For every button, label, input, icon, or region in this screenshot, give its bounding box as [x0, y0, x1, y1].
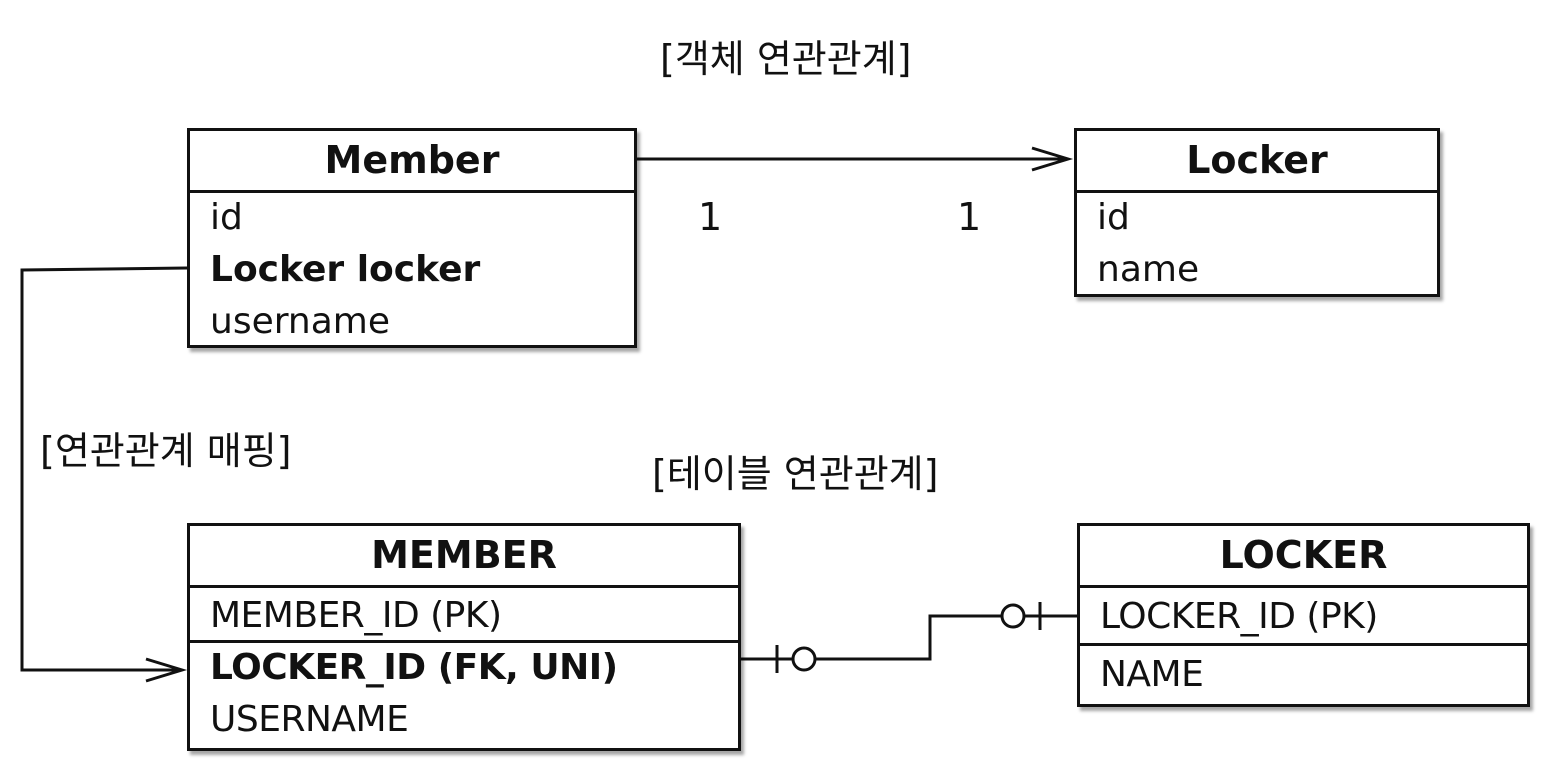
object-association-arrow — [637, 146, 1074, 172]
object-relation-heading: [객체 연관관계] — [660, 37, 912, 81]
locker-object-field-id: id — [1097, 197, 1130, 238]
locker-table-title: LOCKER — [1080, 526, 1527, 588]
member-object-title: Member — [190, 131, 634, 193]
member-object-box: Member id Locker locker username — [187, 128, 637, 348]
locker-object-title: Locker — [1077, 131, 1437, 193]
member-table-field-username: USERNAME — [210, 699, 409, 740]
member-table-field-locker-id: LOCKER_ID (FK, UNI) — [210, 647, 618, 688]
multiplicity-locker: 1 — [957, 195, 982, 239]
table-relation-heading: [테이블 연관관계] — [652, 452, 939, 496]
member-table-field-member-id: MEMBER_ID (PK) — [190, 588, 738, 643]
member-object-field-username: username — [210, 301, 390, 342]
mapping-arrow — [20, 266, 188, 683]
multiplicity-member: 1 — [698, 195, 723, 239]
er-relationship-line — [741, 602, 1077, 673]
member-object-field-id: id — [210, 197, 243, 238]
locker-table-field-locker-id: LOCKER_ID (PK) — [1080, 588, 1527, 646]
member-object-field-locker: Locker locker — [210, 249, 481, 290]
locker-object-box: Locker id name — [1074, 128, 1440, 297]
mapping-heading: [연관관계 매핑] — [40, 429, 292, 473]
member-table-title: MEMBER — [190, 526, 738, 588]
locker-table-box: LOCKER LOCKER_ID (PK) NAME — [1077, 523, 1530, 707]
member-table-box: MEMBER MEMBER_ID (PK) LOCKER_ID (FK, UNI… — [187, 523, 741, 751]
locker-object-field-name: name — [1097, 249, 1200, 290]
locker-table-field-name: NAME — [1100, 654, 1204, 695]
